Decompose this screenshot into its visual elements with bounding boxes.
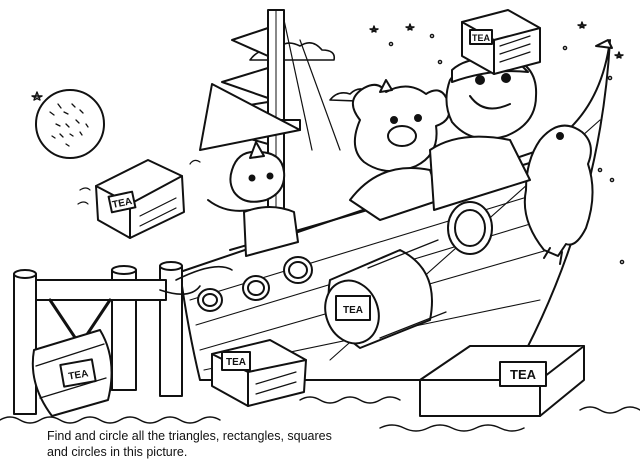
crate-big — [419, 345, 585, 417]
tea-label-floating-crate: TEA — [226, 357, 246, 368]
star-icons — [31, 21, 625, 265]
dock-posts — [13, 261, 183, 415]
tea-label-held-crate: TEA — [472, 33, 491, 43]
tea-label-big-crate: TEA — [510, 367, 537, 382]
instructions: Find and circle all the triangles, recta… — [47, 428, 467, 460]
tea-label-hull-barrel: TEA — [343, 305, 363, 316]
crate-floating — [211, 339, 307, 407]
crate-flying — [95, 159, 185, 239]
instructions-line-1: Find and circle all the triangles, recta… — [47, 429, 332, 443]
tea-label-dock-barrel: TEA — [68, 368, 90, 382]
barrel-dock — [31, 329, 113, 417]
pirate-child-character — [207, 141, 299, 257]
water-waves — [0, 396, 640, 432]
instructions-line-2: and circles in this picture. — [47, 445, 188, 459]
moon-circle — [35, 89, 105, 159]
bird-figurehead — [523, 124, 594, 265]
bear-character — [349, 79, 451, 221]
porthole-circles — [197, 201, 493, 312]
barrel-on-hull — [324, 239, 447, 349]
tea-label-flying-crate: TEA — [111, 196, 133, 211]
sail-triangle — [199, 83, 301, 151]
mooring-rope — [159, 265, 233, 295]
crate-held — [461, 9, 541, 75]
